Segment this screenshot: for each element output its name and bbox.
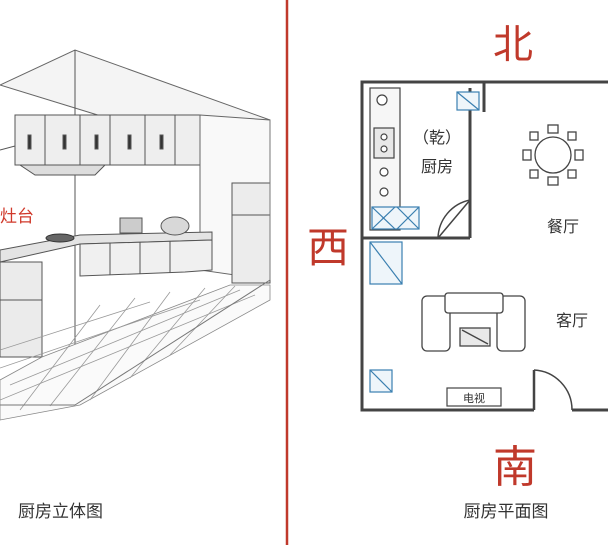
tv-stand (446, 387, 502, 407)
dining-table (522, 124, 584, 186)
right-caption: 厨房平面图 (464, 502, 549, 522)
dining-label: 餐厅 (547, 217, 579, 236)
south-label: 南 (493, 442, 537, 493)
kitchen-appliances (369, 87, 480, 393)
doors (437, 199, 573, 411)
north-label: 北 (493, 22, 533, 68)
tv-label: 电视 (463, 391, 485, 405)
kitchen-3d-illustration (0, 49, 271, 421)
upper-cabinets (14, 114, 201, 166)
stove-label: 灶台 (0, 207, 34, 227)
rice-cooker (160, 216, 190, 236)
range-hood (18, 164, 107, 176)
kitchen-gua-label: （乾） (413, 128, 461, 147)
refrigerator (231, 182, 271, 284)
base-cabinets (79, 239, 213, 277)
floor-plan (360, 80, 608, 412)
floor-tiles (0, 284, 271, 421)
left-caption: 厨房立体图 (18, 502, 103, 522)
kitchen-label: 厨房 (421, 157, 453, 176)
sofa-set (421, 292, 526, 352)
west-label: 西 (307, 223, 349, 272)
living-label: 客厅 (556, 311, 588, 330)
